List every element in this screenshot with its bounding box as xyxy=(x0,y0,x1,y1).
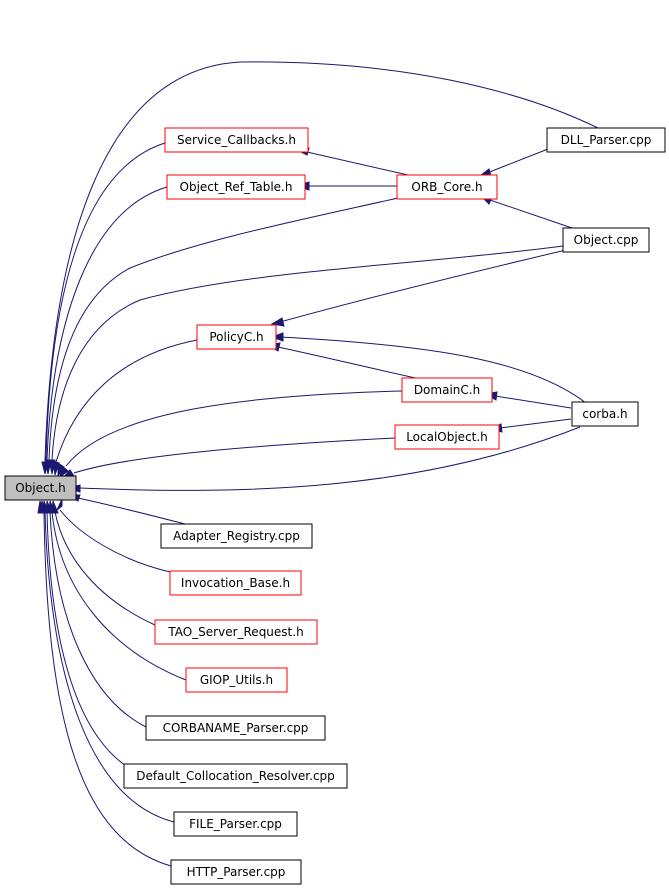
arrowhead xyxy=(56,498,63,511)
edge-corba-h-to-localobject xyxy=(499,418,572,429)
arrowhead xyxy=(37,500,45,514)
node-corbaname-parser-cpp[interactable]: CORBANAME_Parser.cpp xyxy=(145,715,326,741)
node-label: PolicyC.h xyxy=(209,330,263,344)
edge-domainc-to-policyc xyxy=(277,346,421,380)
edge-domainc-to-object-h xyxy=(65,390,403,467)
edge-object-cpp-to-object-h xyxy=(51,245,564,461)
node-file-parser-cpp[interactable]: FILE_Parser.cpp xyxy=(173,811,298,837)
node-label: Object.h xyxy=(15,481,66,495)
edge-object-ref-table-to-object-h xyxy=(46,186,168,461)
edge-giop-utils-to-object-h xyxy=(51,511,187,681)
node-label: TAO_Server_Request.h xyxy=(167,625,303,639)
node-label: corba.h xyxy=(582,407,627,421)
node-label: FILE_Parser.cpp xyxy=(189,817,282,831)
arrowhead xyxy=(270,317,285,327)
edge-adapter-registry-to-object-h xyxy=(77,497,186,525)
edge-corba-h-to-object-h xyxy=(79,426,581,491)
edge-tao-server-request-to-object-h xyxy=(54,511,156,626)
node-invocation-base-h[interactable]: Invocation_Base.h xyxy=(169,570,302,596)
edge-default-collocation-to-object-h xyxy=(46,511,127,767)
node-label: Default_Collocation_Resolver.cpp xyxy=(136,769,335,783)
node-label: LocalObject.h xyxy=(406,430,488,444)
edge-http-parser-to-object-h xyxy=(43,511,172,867)
node-localobject-h[interactable]: LocalObject.h xyxy=(394,424,500,450)
arrowhead xyxy=(59,465,69,479)
edge-orb-core-to-service-callbacks xyxy=(306,151,409,176)
edge-service-callbacks-to-object-h xyxy=(45,142,166,461)
node-label: DLL_Parser.cpp xyxy=(561,133,652,147)
node-corba-h[interactable]: corba.h xyxy=(571,401,639,427)
node-orb-core-h[interactable]: ORB_Core.h xyxy=(396,174,498,200)
edge-object-cpp-to-orb-core xyxy=(489,199,573,229)
edge-dll-parser-to-orb-core xyxy=(486,148,549,174)
edge-localobject-to-object-h xyxy=(73,437,396,474)
edges xyxy=(43,61,599,867)
edge-dll-parser-to-object-h xyxy=(44,61,599,461)
node-label: Object_Ref_Table.h xyxy=(180,180,293,194)
node-tao-server-request-h[interactable]: TAO_Server_Request.h xyxy=(154,619,318,645)
node-label: Service_Callbacks.h xyxy=(177,133,296,147)
edge-object-cpp-to-policyc xyxy=(279,249,567,323)
node-object-ref-table-h[interactable]: Object_Ref_Table.h xyxy=(166,174,306,200)
edge-corba-h-to-domainc xyxy=(494,395,572,409)
arrowhead xyxy=(270,332,284,342)
node-service-callbacks-h[interactable]: Service_Callbacks.h xyxy=(164,127,309,153)
node-dll-parser-cpp[interactable]: DLL_Parser.cpp xyxy=(546,127,666,153)
node-label: HTTP_Parser.cpp xyxy=(187,865,286,879)
edge-corba-h-to-policyc xyxy=(279,336,587,404)
node-label: Adapter_Registry.cpp xyxy=(173,529,300,543)
node-object-cpp[interactable]: Object.cpp xyxy=(562,227,650,253)
node-label: Invocation_Base.h xyxy=(181,576,290,590)
node-policyc-h[interactable]: PolicyC.h xyxy=(196,324,277,350)
node-label: DomainC.h xyxy=(414,383,480,397)
node-http-parser-cpp[interactable]: HTTP_Parser.cpp xyxy=(170,859,302,885)
edge-policyc-to-object-h xyxy=(55,339,198,463)
node-label: GIOP_Utils.h xyxy=(200,673,273,687)
edge-corbaname-parser-to-object-h xyxy=(49,511,149,729)
nodes: Object.h DLL_Parser.cpp Service_Callback… xyxy=(4,127,666,885)
edge-orb-core-to-object-h xyxy=(48,197,399,461)
node-default-collocation-resolver-cpp[interactable]: Default_Collocation_Resolver.cpp xyxy=(123,763,348,789)
node-label: ORB_Core.h xyxy=(411,180,482,194)
node-giop-utils-h[interactable]: GIOP_Utils.h xyxy=(185,667,288,693)
edge-file-parser-to-object-h xyxy=(44,511,175,823)
edge-invocation-base-to-object-h xyxy=(59,509,171,573)
node-object-h[interactable]: Object.h xyxy=(4,475,77,501)
node-adapter-registry-cpp[interactable]: Adapter_Registry.cpp xyxy=(160,523,313,549)
node-label: Object.cpp xyxy=(574,233,639,247)
node-domainc-h[interactable]: DomainC.h xyxy=(401,377,493,403)
node-label: CORBANAME_Parser.cpp xyxy=(163,721,309,735)
